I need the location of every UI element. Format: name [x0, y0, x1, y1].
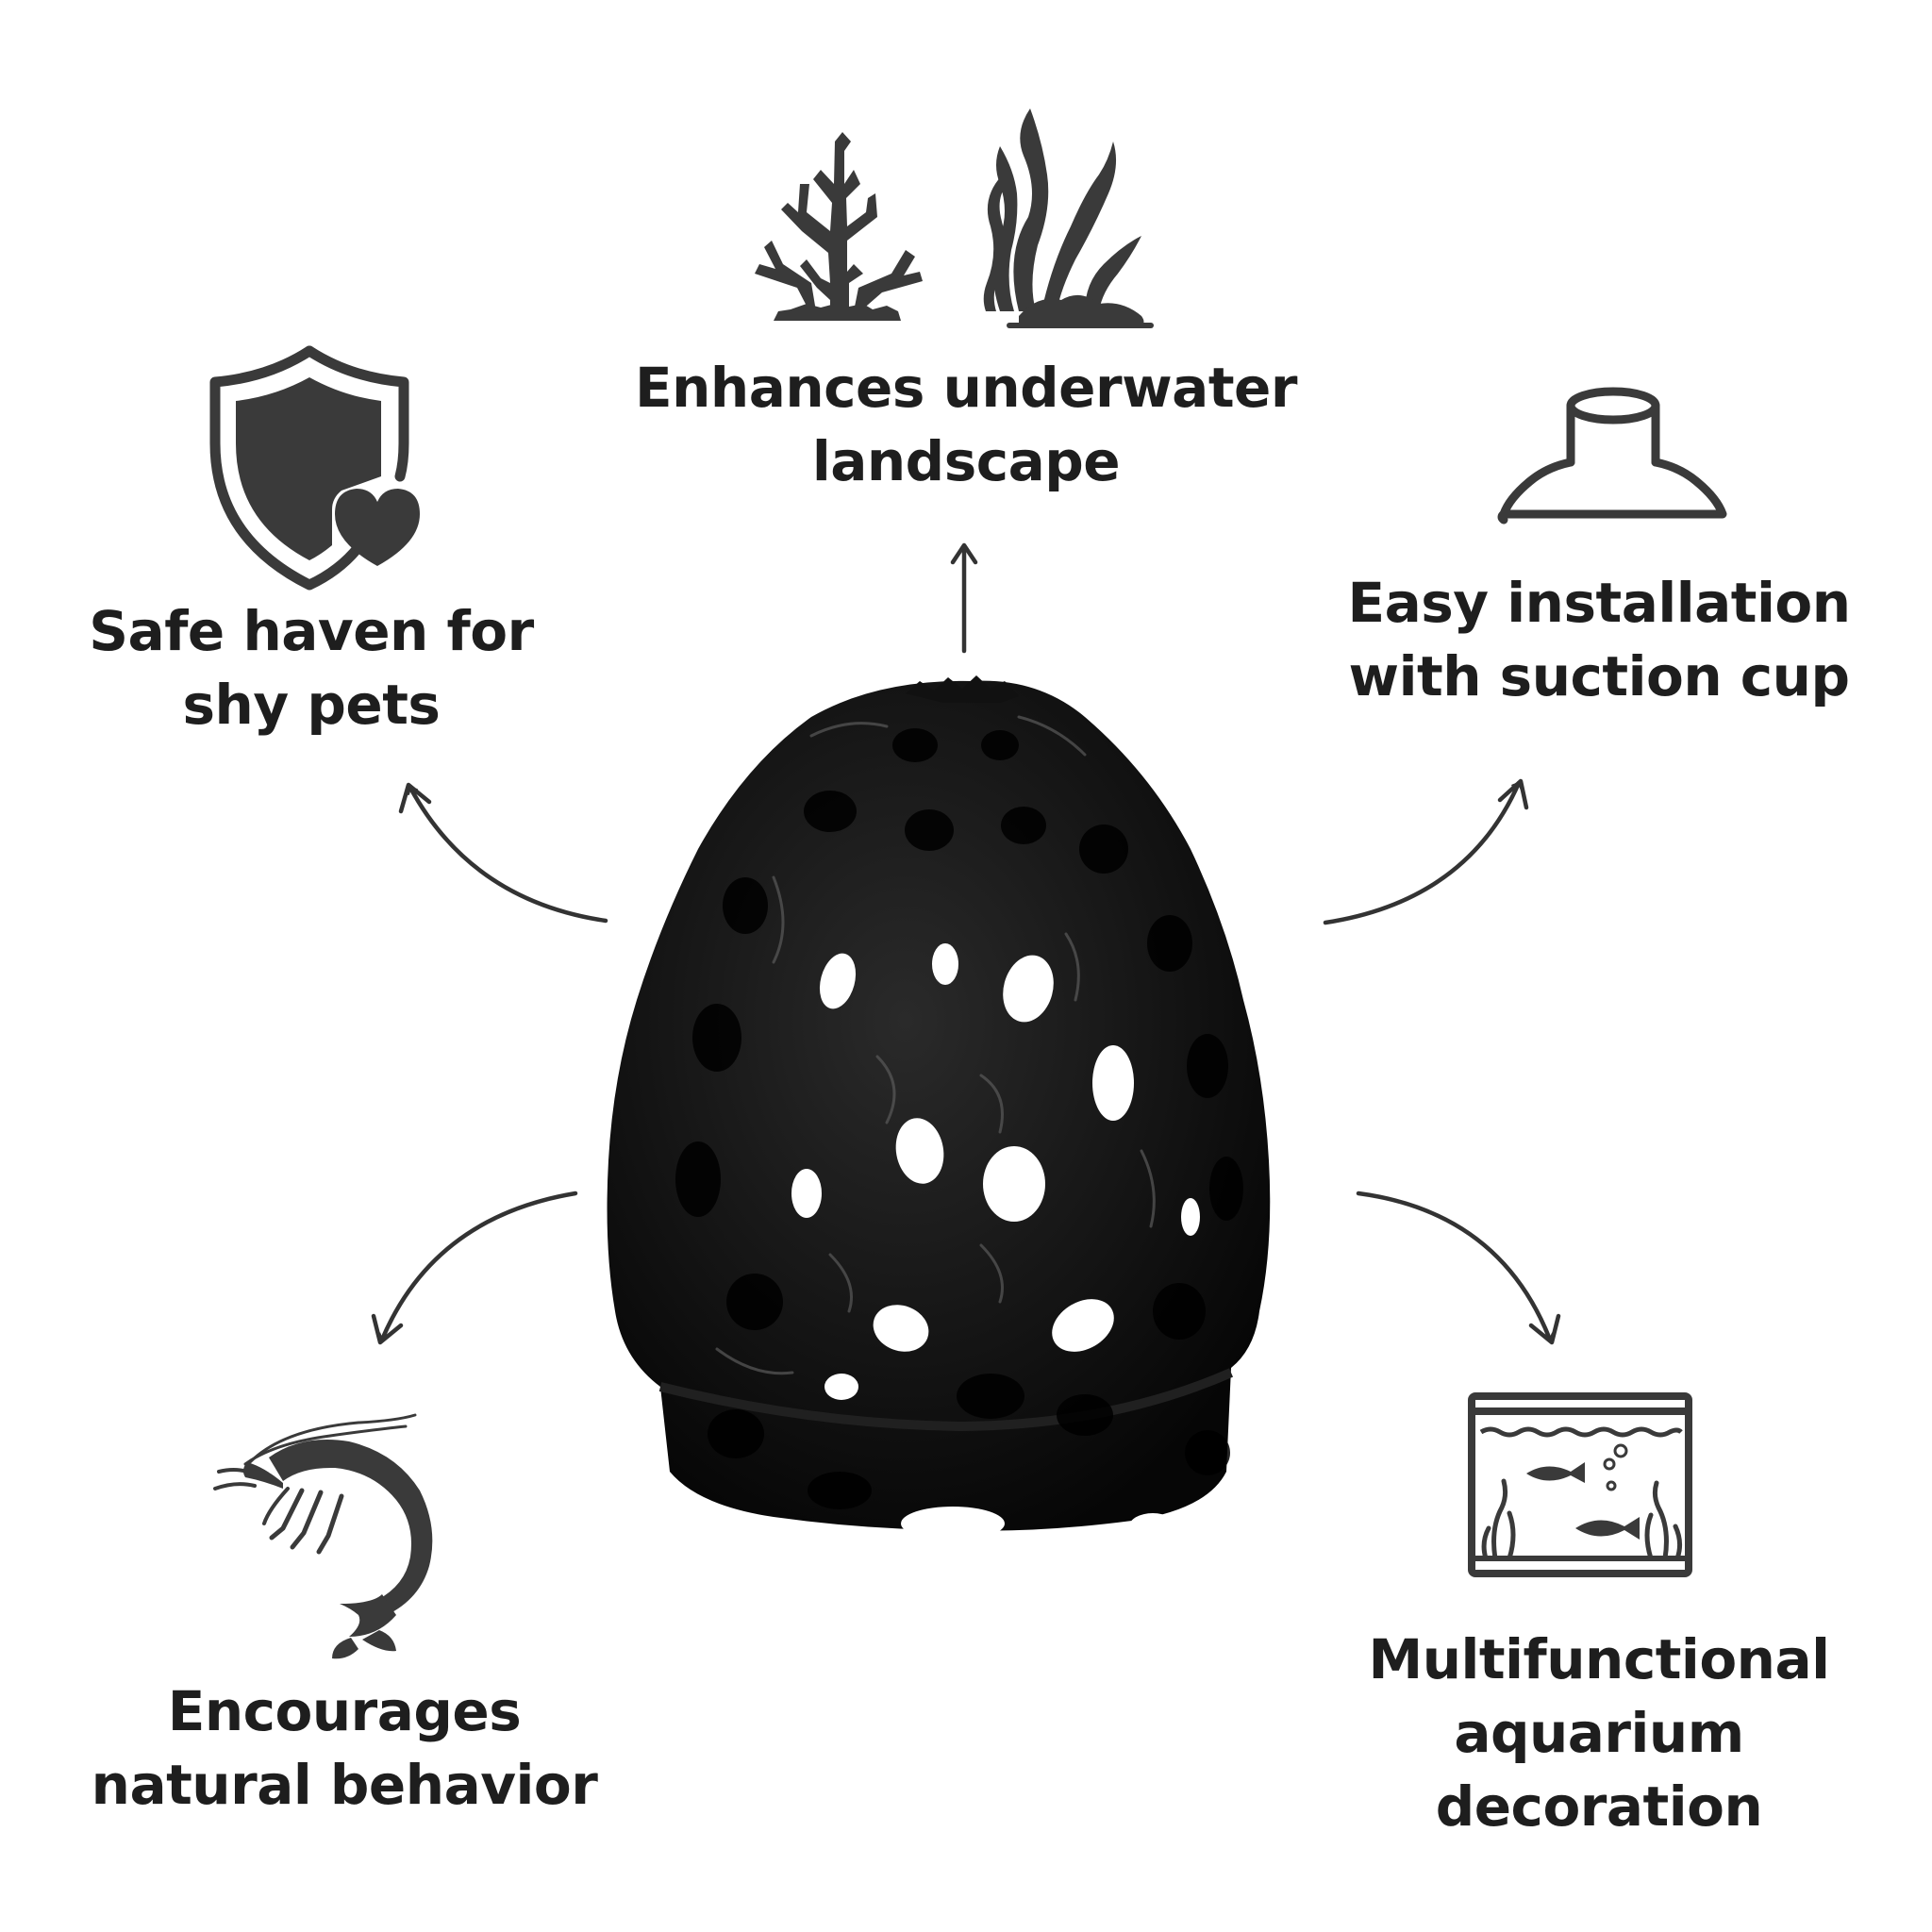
feature-bottom-right-line3: decoration [1435, 1774, 1763, 1839]
arrow-bottom-right [1356, 1191, 1550, 1342]
arrow-top-right [1323, 780, 1519, 925]
shrimp-icon [213, 1413, 433, 1659]
porous-cone-aquarium-cave [607, 675, 1271, 1541]
feature-top-right-line2: with suction cup [1348, 644, 1851, 708]
aquarium-tank-icon [1468, 1392, 1692, 1577]
feature-bottom-left-label: Encourages natural behavior [57, 1674, 632, 1822]
feature-top-right-label: Easy installation with suction cup [1311, 566, 1887, 713]
seaweed-icon [983, 108, 1154, 328]
feature-top-label: Enhances underwater landscape [589, 351, 1343, 498]
arrow-bottom-left [382, 1191, 578, 1342]
arrows [371, 542, 1561, 1345]
feature-top-right-line1: Easy installation [1347, 571, 1851, 635]
coral-icon [755, 132, 923, 321]
shield-heart-icon [209, 345, 420, 591]
feature-bottom-right-line2: aquarium [1454, 1701, 1744, 1765]
arrow-top-left [410, 785, 608, 924]
feature-top-left-line1: Safe haven for [89, 599, 534, 663]
feature-bottom-right-line1: Multifunctional [1368, 1627, 1830, 1691]
feature-bottom-right-label: Multifunctional aquarium decoration [1311, 1623, 1887, 1843]
feature-bottom-left-line2: natural behavior [91, 1753, 598, 1817]
feature-top-left-line2: shy pets [182, 673, 441, 737]
feature-top-left-label: Safe haven for shy pets [57, 594, 566, 741]
feature-bottom-left-line1: Encourages [167, 1679, 522, 1743]
feature-top-line2: landscape [811, 429, 1121, 493]
feature-top-line1: Enhances underwater [635, 356, 1298, 420]
suction-cup-icon [1497, 387, 1727, 525]
